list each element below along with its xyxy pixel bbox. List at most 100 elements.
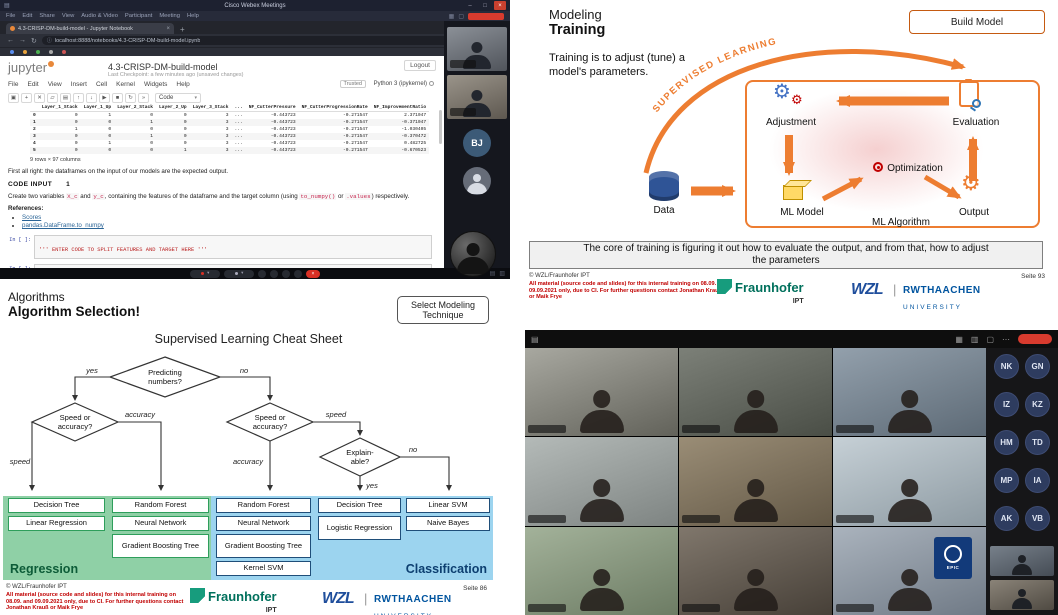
participant-name bbox=[528, 604, 566, 612]
logout-button[interactable]: Logout bbox=[404, 60, 436, 71]
bookmark-icon[interactable] bbox=[36, 50, 40, 54]
self-view-bubble[interactable] bbox=[450, 231, 496, 277]
sharing-indicator[interactable] bbox=[468, 12, 504, 20]
menu-icon[interactable]: ▤ bbox=[531, 334, 539, 344]
participant-avatar[interactable]: BJ bbox=[463, 129, 491, 157]
select-modeling-technique-button[interactable]: Select Modeling Technique bbox=[397, 296, 489, 324]
reference-link[interactable]: Scores bbox=[22, 213, 42, 221]
participant-avatar[interactable]: IA bbox=[1025, 468, 1050, 493]
stop-icon[interactable]: ■ bbox=[112, 92, 123, 103]
bookmark-icon[interactable] bbox=[62, 50, 66, 54]
video-tile[interactable] bbox=[525, 526, 678, 615]
jupyter-logo[interactable]: jupyter bbox=[8, 60, 55, 75]
participant-avatar[interactable]: MP bbox=[994, 468, 1019, 493]
chat-panel-button[interactable]: ▥ bbox=[499, 271, 505, 277]
move-up-icon[interactable]: ↑ bbox=[73, 92, 84, 103]
maximize-button[interactable]: □ bbox=[483, 2, 487, 9]
grid-layout-icon[interactable]: ▦ bbox=[955, 334, 963, 344]
participant-video[interactable] bbox=[447, 75, 507, 119]
scrollbar[interactable] bbox=[439, 110, 442, 144]
more-options-button[interactable] bbox=[294, 269, 302, 278]
menu-item[interactable]: Share bbox=[39, 13, 55, 19]
close-button[interactable]: × bbox=[494, 1, 506, 10]
forward-icon[interactable]: → bbox=[19, 37, 26, 44]
leave-button[interactable] bbox=[1018, 334, 1052, 344]
leave-meeting-button[interactable]: × bbox=[306, 269, 320, 278]
menu-item[interactable]: Widgets bbox=[143, 81, 168, 88]
menu-item[interactable]: Edit bbox=[22, 13, 33, 19]
reload-icon[interactable]: ↻ bbox=[31, 37, 37, 45]
participant-avatar[interactable]: AK bbox=[994, 506, 1019, 531]
bookmark-icon[interactable] bbox=[23, 50, 27, 54]
mute-button[interactable]: ▾ bbox=[190, 269, 220, 278]
notebook-filename[interactable]: 4.3-CRISP-DM-build-model bbox=[108, 62, 218, 72]
add-cell-icon[interactable]: + bbox=[21, 92, 32, 103]
url-field[interactable]: ⓘ localhost:8888/notebooks/4.3-CRISP-DM-… bbox=[41, 36, 480, 45]
layout-icon[interactable]: ▦ bbox=[448, 13, 455, 20]
video-button[interactable]: ▾ bbox=[224, 269, 254, 278]
fast-forward-icon[interactable]: » bbox=[138, 92, 149, 103]
participant-video[interactable] bbox=[990, 580, 1054, 610]
site-info-icon[interactable]: ⓘ bbox=[46, 38, 52, 44]
minimize-button[interactable]: – bbox=[468, 2, 472, 9]
video-tile[interactable] bbox=[833, 348, 986, 437]
menu-item[interactable]: Participant bbox=[124, 13, 153, 19]
browser-tab[interactable]: 4.3-CRISP-DM-build-model - Jupyter Noteb… bbox=[6, 23, 174, 34]
close-tab-icon[interactable]: × bbox=[166, 25, 170, 32]
menu-item[interactable]: Kernel bbox=[116, 81, 135, 88]
code-cell[interactable]: In [ ]: ''' ENTER CODE TO SPLIT FEATURES… bbox=[6, 235, 438, 260]
participant-avatar[interactable]: TD bbox=[1025, 430, 1050, 455]
video-tile[interactable] bbox=[679, 437, 832, 526]
menu-item[interactable]: View bbox=[61, 13, 75, 19]
reactions-button[interactable] bbox=[282, 269, 290, 278]
menu-item[interactable]: Edit bbox=[27, 81, 39, 88]
new-tab-button[interactable]: + bbox=[180, 25, 185, 34]
cut-cell-icon[interactable]: ✕ bbox=[34, 92, 45, 103]
participant-video[interactable] bbox=[447, 27, 507, 71]
menu-item[interactable]: Cell bbox=[95, 81, 108, 88]
menu-item[interactable]: File bbox=[6, 13, 16, 19]
restart-kernel-icon[interactable]: ↻ bbox=[125, 92, 136, 103]
participant-avatar[interactable]: KZ bbox=[1025, 392, 1050, 417]
build-model-button[interactable]: Build Model bbox=[909, 10, 1045, 34]
speaker-view-icon[interactable]: ▥ bbox=[970, 334, 979, 344]
video-tile[interactable] bbox=[525, 348, 678, 437]
app-menu-icon[interactable]: ▤ bbox=[4, 3, 10, 9]
bookmark-icon[interactable] bbox=[49, 50, 53, 54]
participant-video[interactable] bbox=[990, 546, 1054, 576]
menu-item[interactable]: File bbox=[8, 81, 19, 88]
run-icon[interactable]: ▶ bbox=[99, 92, 110, 103]
video-tile[interactable] bbox=[679, 526, 832, 615]
participant-avatar[interactable]: GN bbox=[1025, 354, 1050, 379]
participants-list-button[interactable]: ▤ bbox=[489, 271, 496, 277]
participant-avatar[interactable]: NK bbox=[994, 354, 1019, 379]
cell-type-dropdown[interactable]: Code▾ bbox=[155, 92, 201, 103]
participant-avatar[interactable] bbox=[463, 167, 491, 195]
video-tile[interactable] bbox=[525, 437, 678, 526]
participant-avatar[interactable]: HM bbox=[994, 430, 1019, 455]
bookmark-icon[interactable] bbox=[10, 50, 14, 54]
menu-item[interactable]: Help bbox=[186, 13, 199, 19]
copy-cell-icon[interactable]: ▱ bbox=[47, 92, 58, 103]
participant-avatar[interactable]: IZ bbox=[994, 392, 1019, 417]
paste-cell-icon[interactable]: ▤ bbox=[60, 92, 71, 103]
reference-link[interactable]: pandas.DataFrame.to_numpy bbox=[22, 221, 104, 229]
menu-item[interactable]: Help bbox=[176, 81, 190, 88]
fullscreen-icon[interactable]: ▢ bbox=[986, 334, 994, 344]
menu-item[interactable]: View bbox=[47, 81, 62, 88]
save-icon[interactable]: ▣ bbox=[8, 92, 19, 103]
move-down-icon[interactable]: ↓ bbox=[86, 92, 97, 103]
more-options-icon[interactable]: ⋯ bbox=[1002, 334, 1010, 344]
record-button[interactable] bbox=[270, 269, 278, 278]
video-tile[interactable] bbox=[833, 437, 986, 526]
participant-avatar[interactable]: VB bbox=[1025, 506, 1050, 531]
menu-item[interactable]: Insert bbox=[70, 81, 87, 88]
menu-item[interactable]: Meeting bbox=[159, 13, 180, 19]
fullscreen-icon[interactable]: ▢ bbox=[458, 13, 464, 20]
share-button[interactable] bbox=[258, 269, 266, 278]
video-tile[interactable]: EPIC bbox=[833, 526, 986, 615]
menu-item[interactable]: Audio & Video bbox=[81, 13, 118, 19]
back-icon[interactable]: ← bbox=[7, 37, 14, 44]
video-tile[interactable] bbox=[679, 348, 832, 437]
